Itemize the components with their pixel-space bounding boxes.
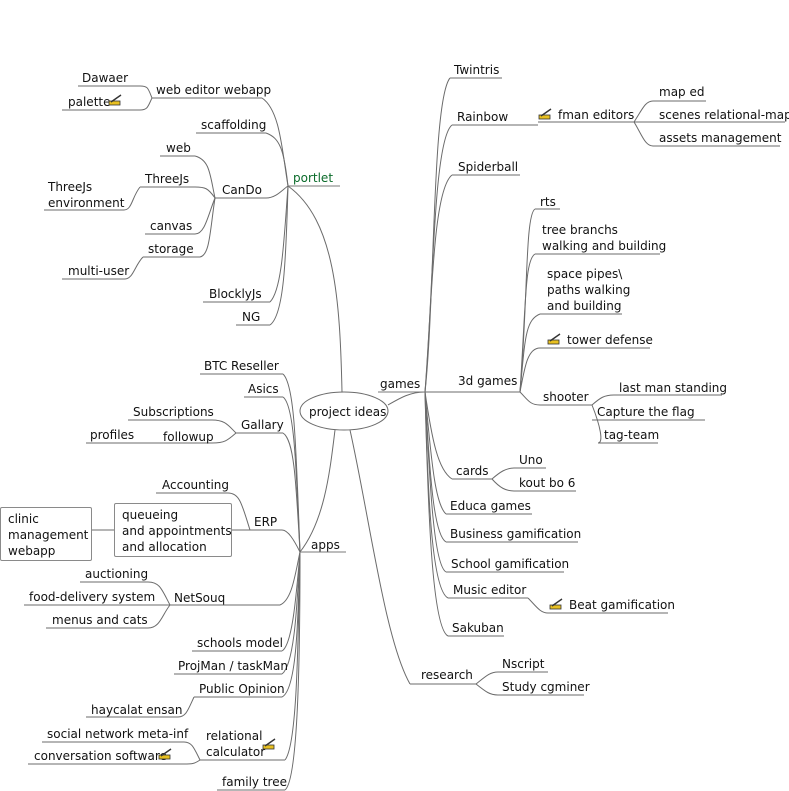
node-threejs[interactable]: ThreeJs [145, 172, 190, 186]
root-node[interactable]: project ideas [309, 405, 387, 419]
node-3d-games[interactable]: 3d games [458, 374, 518, 388]
node-relational-calculator[interactable]: relational calculator [206, 729, 266, 759]
node-rts[interactable]: rts [540, 195, 556, 209]
node-school-gamification[interactable]: School gamification [451, 557, 570, 571]
node-web-editor-webapp[interactable]: web editor webapp [156, 83, 272, 97]
node-assets-management[interactable]: assets management [659, 131, 782, 145]
node-music-editor[interactable]: Music editor [453, 583, 527, 597]
node-ng[interactable]: NG [242, 310, 261, 324]
edge-root-apps [299, 429, 336, 553]
node-erp[interactable]: ERP [254, 515, 278, 529]
node-scenes-relational-map[interactable]: scenes relational-map [659, 108, 789, 122]
node-food-delivery-system[interactable]: food-delivery system [29, 590, 156, 604]
node-btc-reseller[interactable]: BTC Reseller [204, 359, 279, 373]
node-tag-team[interactable]: tag-team [604, 428, 660, 442]
node-shooter[interactable]: shooter [543, 390, 589, 404]
node-uno[interactable]: Uno [519, 453, 543, 467]
branch-research[interactable]: research [421, 668, 473, 682]
node-dawaer[interactable]: Dawaer [82, 71, 129, 85]
node-nscript[interactable]: Nscript [502, 657, 545, 671]
node-schools-model[interactable]: schools model [197, 636, 283, 650]
node-map-ed[interactable]: map ed [659, 85, 705, 99]
branch-portlet[interactable]: portlet [293, 171, 334, 185]
node-projman-taskman[interactable]: ProjMan / taskMan [178, 659, 288, 673]
node-beat-gamification[interactable]: Beat gamification [569, 598, 675, 612]
pencil-icon [108, 94, 122, 106]
node-family-tree[interactable]: family tree [222, 775, 287, 789]
edge-root-games [387, 391, 426, 406]
root-node-shape [299, 391, 389, 431]
edge-root-portlet [287, 185, 343, 393]
pencil-icon [538, 108, 552, 120]
node-palette[interactable]: palette [68, 95, 111, 109]
node-gallary[interactable]: Gallary [241, 418, 284, 432]
node-educa-games[interactable]: Educa games [450, 499, 531, 513]
node-storage[interactable]: storage [148, 242, 194, 256]
node-spiderball[interactable]: Spiderball [458, 160, 519, 174]
node-fman-editors[interactable]: fman editors [558, 108, 635, 122]
pencil-icon [547, 333, 561, 345]
node-followup[interactable]: followup [163, 430, 214, 444]
node-twintris[interactable]: Twintris [454, 63, 500, 77]
node-accounting[interactable]: Accounting [162, 478, 230, 492]
node-netsouq[interactable]: NetSouq [174, 591, 226, 605]
node-threejs-environment[interactable]: ThreeJs environment [48, 180, 125, 210]
node-last-man-standing[interactable]: last man standing [619, 381, 728, 395]
node-kout-bo-6[interactable]: kout bo 6 [519, 476, 576, 490]
node-tower-defense[interactable]: tower defense [567, 333, 653, 347]
node-sakuban[interactable]: Sakuban [452, 621, 504, 635]
queueing-box [114, 503, 232, 557]
node-cards[interactable]: cards [456, 464, 489, 478]
node-tree-branchs[interactable]: tree branchs walking and building [542, 223, 667, 253]
node-queueing[interactable]: queueing and appointments and allocation [122, 508, 232, 554]
node-blocklyjs[interactable]: BlocklyJs [209, 287, 262, 301]
branch-games[interactable]: games [380, 377, 421, 391]
node-conversation-software[interactable]: conversation software [34, 749, 167, 763]
node-web[interactable]: web [166, 141, 191, 155]
node-space-pipes[interactable]: space pipes\ paths walking and building [547, 267, 631, 313]
pencil-icon [158, 748, 172, 760]
pencil-icon [262, 738, 276, 750]
node-public-opinion[interactable]: Public Opinion [199, 682, 285, 696]
node-multi-user[interactable]: multi-user [68, 264, 130, 278]
node-auctioning[interactable]: auctioning [85, 567, 149, 581]
node-social-network-meta-inf[interactable]: social network meta-inf [47, 727, 189, 741]
node-canvas[interactable]: canvas [150, 219, 193, 233]
node-capture-the-flag[interactable]: Capture the flag [597, 405, 695, 419]
node-business-gamification[interactable]: Business gamification [450, 527, 582, 541]
branch-apps[interactable]: apps [311, 538, 340, 552]
pencil-icon [549, 598, 563, 610]
node-study-cgminer[interactable]: Study cgminer [502, 680, 590, 694]
node-haycalat-ensan[interactable]: haycalat ensan [91, 703, 183, 717]
node-menus-and-cats[interactable]: menus and cats [52, 613, 148, 627]
node-cando[interactable]: CanDo [222, 183, 262, 197]
edge-root-research [349, 429, 411, 685]
node-scaffolding[interactable]: scaffolding [201, 118, 267, 132]
node-clinic-management-webapp[interactable]: clinic management webapp [8, 512, 89, 558]
node-profiles[interactable]: profiles [90, 428, 135, 442]
node-asics[interactable]: Asics [248, 382, 279, 396]
node-rainbow[interactable]: Rainbow [457, 110, 509, 124]
clinic-box [0, 507, 92, 561]
node-subscriptions[interactable]: Subscriptions [133, 405, 214, 419]
